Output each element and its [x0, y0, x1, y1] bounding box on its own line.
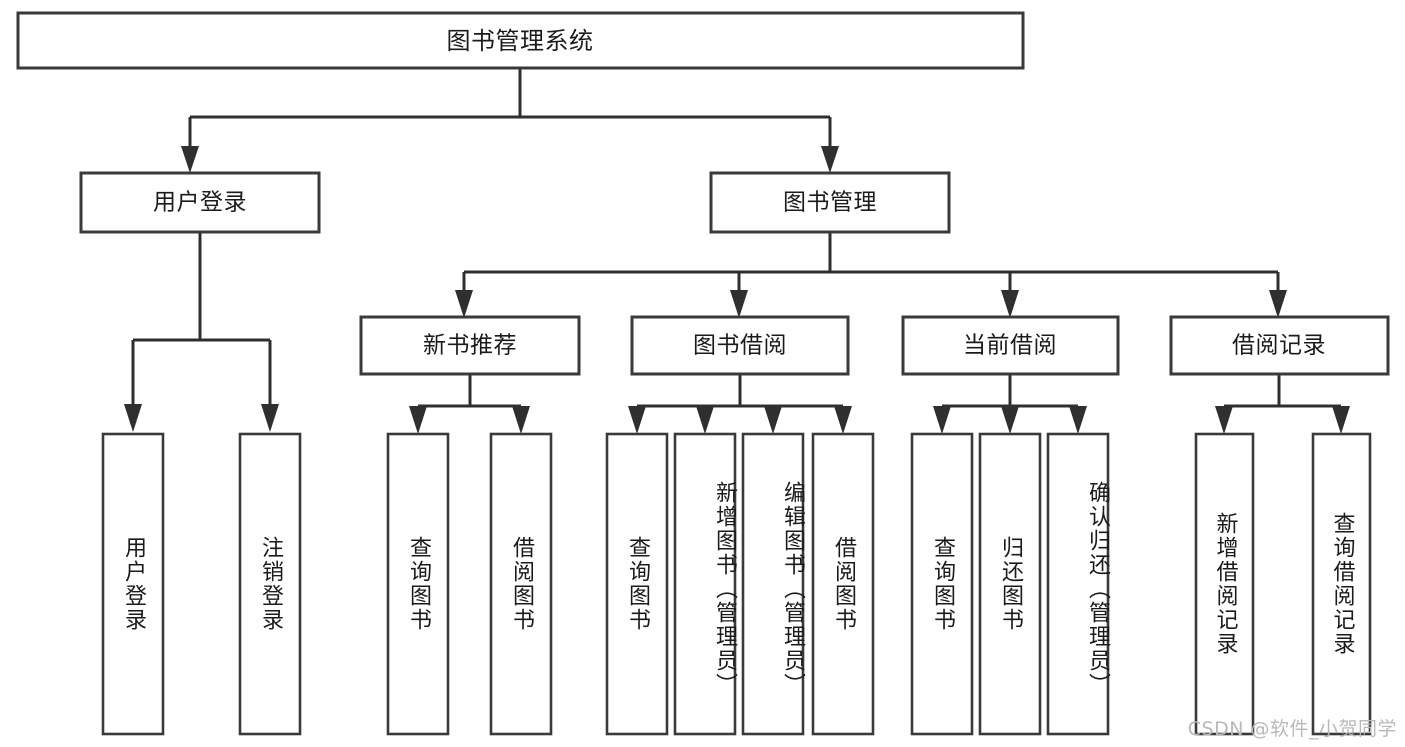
leaf-boxes-new-book-recommend [386, 432, 553, 736]
leaf-box-query-book-2[interactable] [605, 432, 669, 736]
arrow-leaf-add-record [1215, 406, 1233, 434]
arrow-leaf-query-record [1332, 406, 1350, 434]
node-borrow-record-label: 借阅记录 [1232, 333, 1326, 359]
node-user-login[interactable]: 用户登录 [79, 171, 321, 234]
arrow-leaf-query-book-2 [628, 406, 646, 434]
node-current-borrow-box[interactable] [901, 315, 1120, 376]
node-new-book-recommend-box[interactable] [359, 315, 581, 376]
connector-group-borrow-record [1215, 374, 1350, 434]
leaf-box-query-record[interactable] [1311, 432, 1372, 736]
node-root[interactable]: 图书管理系统 [16, 11, 1025, 70]
connector-group-current-borrow [933, 374, 1087, 434]
arrow-leaf-query-book-1 [409, 406, 427, 434]
csdn-watermark: CSDN @软件_小贺同学 [1187, 718, 1397, 740]
arrow-to-book-borrow [730, 290, 748, 318]
connector-group-root [181, 68, 839, 173]
node-root-label: 图书管理系统 [447, 27, 594, 55]
arrow-leaf-user-logout [261, 404, 279, 432]
node-current-borrow[interactable]: 当前借阅 [901, 315, 1120, 376]
node-book-manage-box[interactable] [709, 171, 951, 234]
node-new-book-recommend[interactable]: 新书推荐 [359, 315, 581, 376]
arrow-leaf-add-book [696, 406, 714, 434]
arrow-to-current-borrow [1001, 290, 1019, 318]
node-borrow-record[interactable]: 借阅记录 [1169, 315, 1390, 376]
arrow-leaf-edit-book [764, 406, 782, 434]
leaf-boxes-current-borrow [910, 432, 1110, 736]
connector-group-book-manage [455, 232, 1287, 318]
node-book-manage[interactable]: 图书管理 [709, 171, 951, 234]
connector-group-user-login [124, 232, 279, 432]
node-book-manage-label: 图书管理 [783, 190, 877, 216]
leaf-box-edit-book[interactable] [741, 432, 805, 736]
leaf-box-borrow-book-1[interactable] [489, 432, 553, 736]
node-root-box[interactable] [16, 11, 1025, 70]
arrow-leaf-borrow-book-1 [512, 406, 530, 434]
leaf-box-confirm-return[interactable] [1046, 432, 1110, 736]
leaf-box-borrow-book-2[interactable] [811, 432, 875, 736]
node-book-borrow[interactable]: 图书借阅 [630, 315, 850, 376]
leaf-box-user-login[interactable] [101, 432, 165, 736]
node-current-borrow-label: 当前借阅 [963, 333, 1057, 359]
node-user-login-box[interactable] [79, 171, 321, 234]
arrow-leaf-query-book-3 [933, 406, 951, 434]
arrow-leaf-confirm-return [1069, 406, 1087, 434]
leaf-boxes-book-borrow [605, 432, 875, 736]
arrow-leaf-user-login [124, 404, 142, 432]
arrow-to-user-login [181, 146, 199, 173]
node-user-login-label: 用户登录 [153, 190, 247, 216]
node-borrow-record-box[interactable] [1169, 315, 1390, 376]
arrow-to-borrow-record [1269, 290, 1287, 318]
connector-group-new-book-recommend [409, 374, 530, 434]
arrow-leaf-borrow-book-2 [834, 406, 852, 434]
leaf-boxes-borrow-record [1194, 432, 1372, 736]
leaf-box-query-book-3[interactable] [910, 432, 974, 736]
arrow-to-new-book-recommend [455, 290, 473, 318]
node-new-book-recommend-label: 新书推荐 [423, 333, 517, 359]
leaf-boxes-user-login [101, 432, 302, 736]
leaf-box-return-book[interactable] [978, 432, 1042, 736]
arrow-to-book-manage [821, 146, 839, 173]
leaf-box-add-record[interactable] [1194, 432, 1255, 736]
leaf-box-add-book[interactable] [673, 432, 737, 736]
connector-group-book-borrow [628, 374, 852, 434]
arrow-leaf-return-book [1001, 406, 1019, 434]
node-book-borrow-label: 图书借阅 [693, 333, 787, 359]
leaf-box-query-book-1[interactable] [386, 432, 450, 736]
leaf-box-user-logout[interactable] [238, 432, 302, 736]
node-book-borrow-box[interactable] [630, 315, 850, 376]
